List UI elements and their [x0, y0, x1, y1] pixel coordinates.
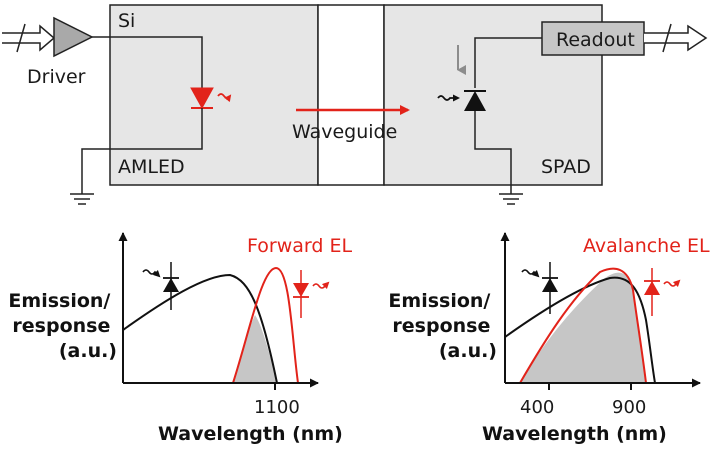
spad-label: SPAD [541, 156, 591, 178]
input-bus-arrow [2, 23, 56, 53]
left-overlap-area [233, 315, 277, 383]
driver-amplifier [53, 16, 94, 58]
amled-chip [109, 4, 319, 186]
left-y-axis-title: Emission/ response (a.u.) [8, 290, 117, 362]
left-x-tick-label-1100: 1100 [254, 397, 300, 418]
right-x-axis-title: Wavelength (nm) [482, 423, 667, 445]
left-detector-icon [142, 262, 179, 310]
right-led-icon [644, 268, 681, 316]
left-response-curve [122, 273, 278, 384]
right-response-curve [504, 276, 656, 384]
right-x-tick-label-400: 400 [520, 397, 554, 418]
left-plot: 1100 Wavelength (nm) Emission/ response … [8, 232, 352, 445]
right-y-axis-title: Emission/ response (a.u.) [388, 290, 497, 362]
led-diode-icon [190, 87, 232, 123]
right-avalanche-el-curve [519, 267, 647, 384]
left-forward-el-curve [232, 266, 299, 384]
readout-label: Readout [556, 29, 635, 51]
left-x-axis-title: Wavelength (nm) [158, 423, 343, 445]
forward-el-label: Forward EL [247, 235, 352, 257]
right-detector-icon [521, 262, 558, 314]
right-overlap-area [520, 272, 646, 383]
right-plot: 400 900 Wavelength (nm) Emission/ respon… [388, 232, 710, 445]
spad-diode-icon [437, 90, 486, 120]
waveguide-label: Waveguide [292, 121, 397, 143]
ground-icon-left [70, 193, 94, 205]
si-label: Si [118, 10, 135, 32]
right-x-tick-label-900: 900 [612, 397, 646, 418]
waveguide-chip [317, 4, 385, 186]
amled-label: AMLED [118, 156, 185, 178]
avalanche-el-label: Avalanche EL [583, 235, 710, 257]
circuit-diagram: Driver Si AMLED Waveguide [2, 4, 708, 205]
left-led-icon [293, 270, 330, 318]
output-bus-arrow [644, 23, 708, 53]
driver-label: Driver [27, 66, 86, 88]
ground-icon-right [499, 193, 523, 205]
